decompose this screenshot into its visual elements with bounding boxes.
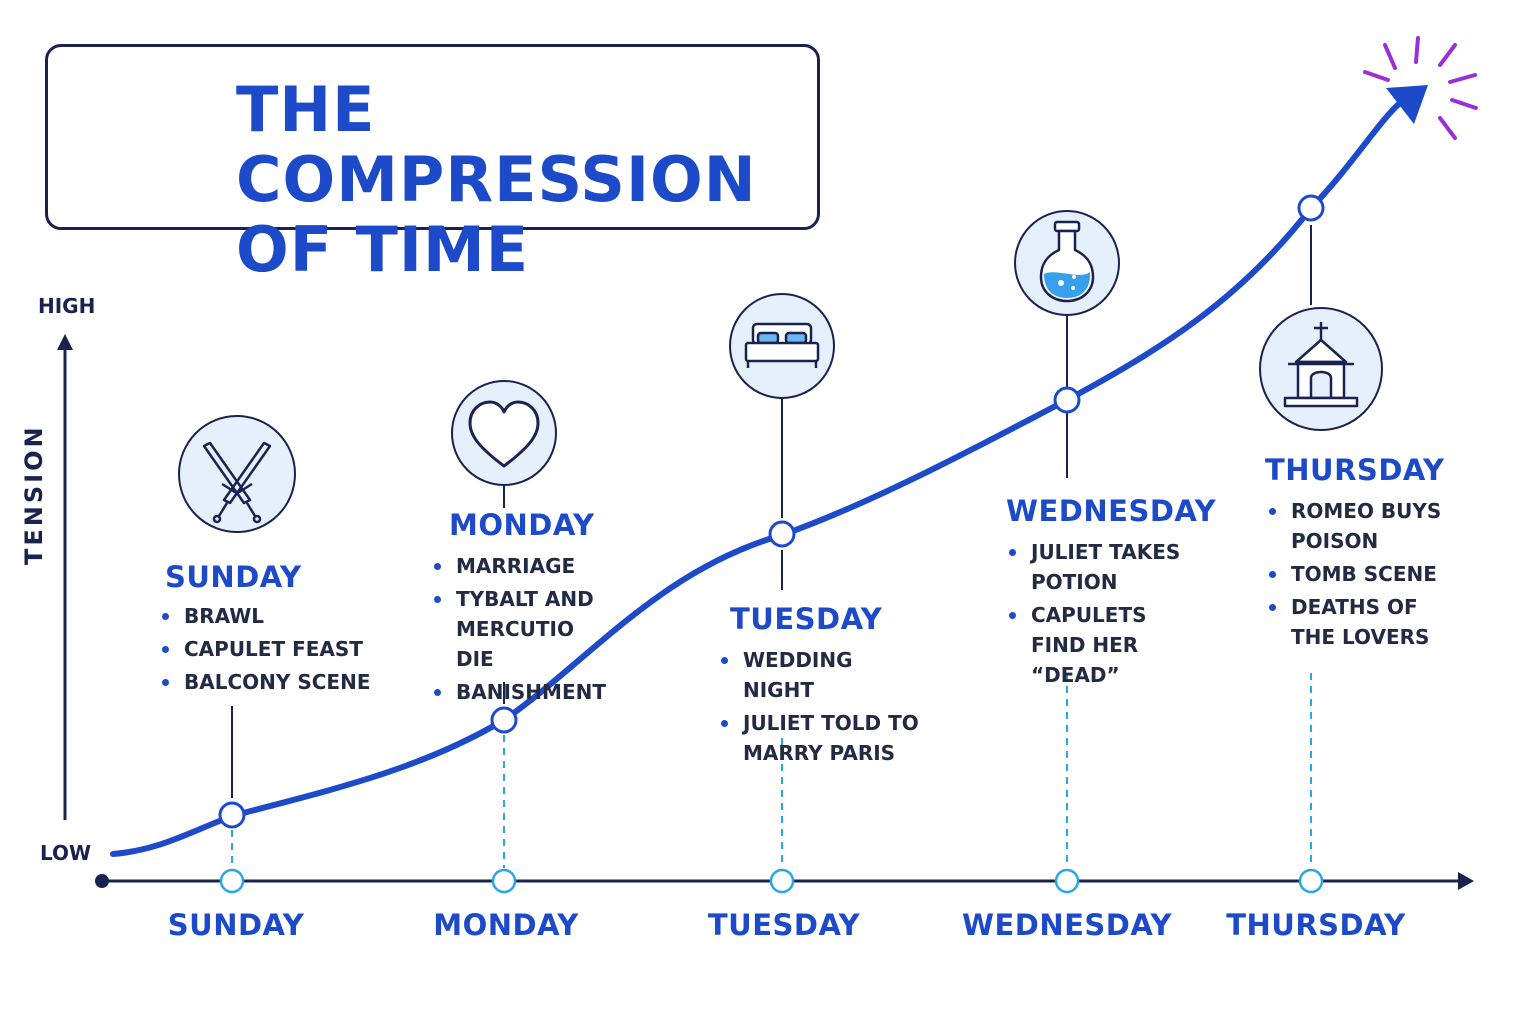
list-item: WEDDING NIGHT xyxy=(719,645,919,705)
axis-label-sunday: SUNDAY xyxy=(167,908,305,942)
title-box: THE COMPRESSION OF TIME xyxy=(45,44,820,285)
list-item: JULIET TOLD TO MARRY PARIS xyxy=(719,708,919,768)
list-item: CAPULETS FIND HER “DEAD” xyxy=(1007,600,1207,690)
x-axis-arrow-icon xyxy=(1458,872,1474,890)
node-thursday xyxy=(1297,194,1325,222)
list-item: JULIET TAKES POTION xyxy=(1007,537,1207,597)
y-axis-low-label: LOW xyxy=(40,841,92,865)
node-monday xyxy=(490,706,518,734)
title-line-1: THE COMPRESSION xyxy=(236,73,757,216)
potion-flask-icon xyxy=(1039,220,1095,303)
event-list-sunday: BRAWL CAPULET FEAST BALCONY SCENE xyxy=(160,601,400,700)
list-item: BANISHMENT xyxy=(432,677,612,707)
list-item: ROMEO BUYS POISON xyxy=(1267,496,1457,556)
list-item: MARRIAGE xyxy=(432,551,612,581)
event-list-monday: MARRIAGE TYBALT AND MERCUTIO DIE BANISHM… xyxy=(432,551,612,710)
church-tomb-icon xyxy=(1283,322,1359,408)
curve-nodes xyxy=(218,194,1325,829)
day-heading-thursday: THURSDAY xyxy=(1265,453,1445,487)
y-axis-arrow-icon xyxy=(57,334,73,350)
day-heading-sunday: SUNDAY xyxy=(165,560,302,594)
event-list-wednesday: JULIET TAKES POTION CAPULETS FIND HER “D… xyxy=(1007,537,1207,693)
tick-wednesday xyxy=(1054,868,1080,894)
dashed-connectors xyxy=(231,673,1312,868)
list-item: BALCONY SCENE xyxy=(160,667,400,697)
node-tuesday xyxy=(768,520,796,548)
axis-label-wednesday: WEDNESDAY xyxy=(961,908,1173,942)
list-item: TOMB SCENE xyxy=(1267,559,1457,589)
page-title: THE COMPRESSION OF TIME xyxy=(236,75,817,285)
tick-thursday xyxy=(1298,868,1324,894)
y-axis-high-label: HIGH xyxy=(38,294,96,318)
node-wednesday xyxy=(1053,386,1081,414)
crossed-swords-icon xyxy=(202,441,272,524)
list-item: DEATHS OF THE LOVERS xyxy=(1267,592,1457,652)
burst-icon xyxy=(1363,36,1478,140)
axis-label-tuesday: TUESDAY xyxy=(707,908,861,942)
list-item: CAPULET FEAST xyxy=(160,634,400,664)
day-heading-wednesday: WEDNESDAY xyxy=(1006,494,1217,528)
heart-icon xyxy=(468,400,540,468)
tick-tuesday xyxy=(769,868,795,894)
axis-ticks xyxy=(219,868,1324,894)
axis-label-monday: MONDAY xyxy=(433,908,579,942)
day-heading-monday: MONDAY xyxy=(449,508,595,542)
event-list-thursday: ROMEO BUYS POISON TOMB SCENE DEATHS OF T… xyxy=(1267,496,1457,655)
bed-icon xyxy=(744,322,820,368)
y-axis-title: TENSION xyxy=(20,424,48,565)
event-list-tuesday: WEDDING NIGHT JULIET TOLD TO MARRY PARIS xyxy=(719,645,919,771)
day-heading-tuesday: TUESDAY xyxy=(730,602,883,636)
icon-circle-sunday xyxy=(178,415,296,533)
axis-label-thursday: THURSDAY xyxy=(1226,908,1406,942)
tick-monday xyxy=(491,868,517,894)
title-line-2: OF TIME xyxy=(236,213,530,286)
tick-sunday xyxy=(219,868,245,894)
node-sunday xyxy=(218,801,246,829)
list-item: TYBALT AND MERCUTIO DIE xyxy=(432,584,612,674)
list-item: BRAWL xyxy=(160,601,400,631)
curve-arrowhead-icon xyxy=(1386,85,1428,124)
